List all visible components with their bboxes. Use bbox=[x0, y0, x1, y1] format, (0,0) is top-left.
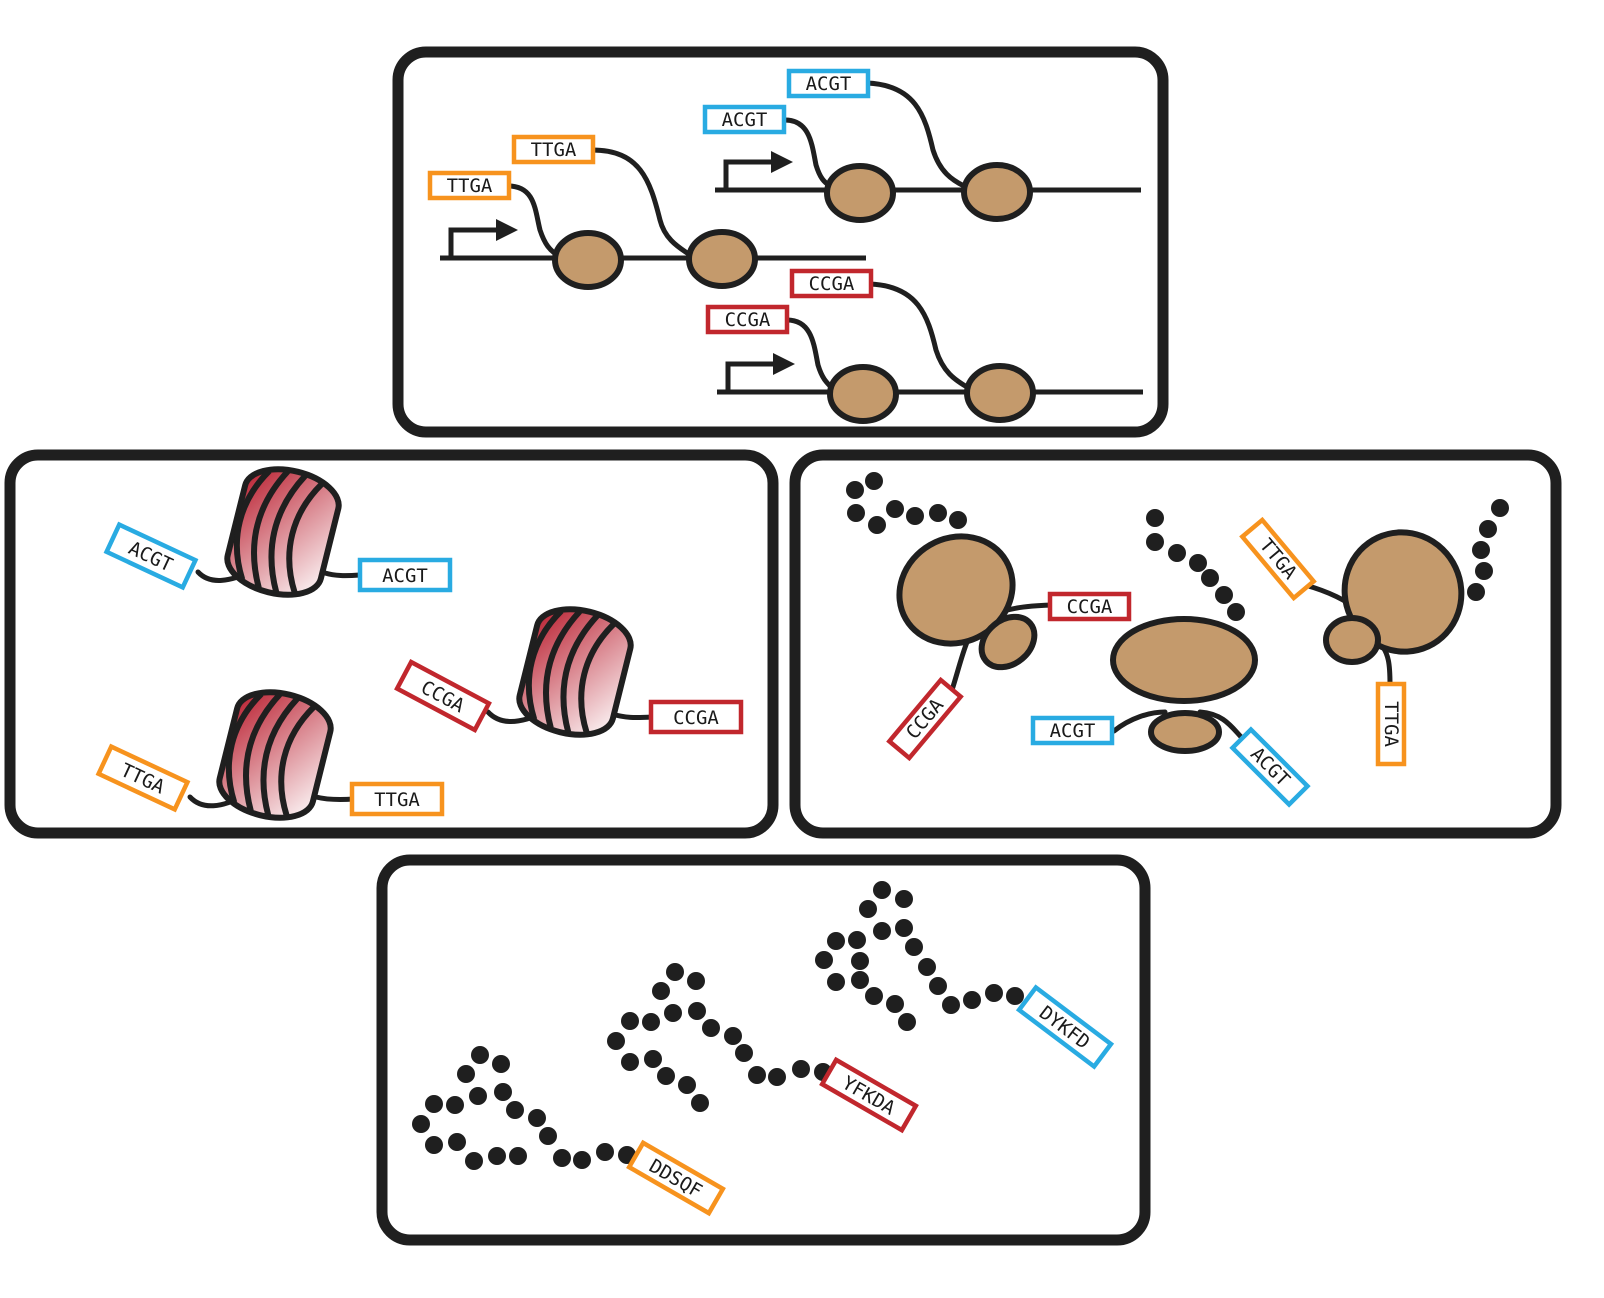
ribosome-left: CCGA CCGA bbox=[846, 472, 1132, 762]
tag-ccga: CCGA bbox=[648, 699, 744, 735]
peptide-chain bbox=[1467, 499, 1509, 601]
promoter-arrowhead bbox=[773, 353, 795, 375]
ribosome-large-subunit bbox=[1110, 616, 1258, 704]
rna-coil-acgt: ACGT ACGT bbox=[103, 466, 453, 598]
tag-label: CCGA bbox=[1067, 596, 1113, 618]
protein-yfkda: YFKDA bbox=[607, 963, 919, 1134]
polymerase bbox=[964, 363, 1036, 423]
polymerase bbox=[827, 364, 899, 424]
tag-label: ACGT bbox=[806, 73, 852, 95]
peptide-chain bbox=[607, 963, 832, 1112]
tag-label: ACGT bbox=[722, 109, 768, 131]
gene-1: TTGA TTGA bbox=[427, 134, 866, 290]
rna-coil bbox=[216, 689, 334, 821]
promoter-arrowhead bbox=[771, 151, 793, 173]
tag-ccga: CCGA bbox=[705, 304, 790, 335]
polymerase bbox=[961, 162, 1033, 222]
ribosome-small-subunit bbox=[1323, 615, 1381, 665]
tag-box bbox=[702, 104, 787, 135]
tag-ttga: TTGA bbox=[511, 134, 596, 165]
tag-box bbox=[786, 68, 871, 99]
tag-ccga: CCGA bbox=[1047, 591, 1132, 622]
promoter-arrowhead bbox=[496, 219, 518, 241]
tag-label: ACGT bbox=[382, 565, 428, 587]
tag-label: CCGA bbox=[725, 309, 771, 331]
polymerase bbox=[824, 163, 896, 223]
peptide-chain bbox=[846, 472, 967, 534]
tag-label: CCGA bbox=[673, 707, 719, 729]
ribosome-small-subunit bbox=[978, 613, 1038, 671]
ribosome-small-subunit bbox=[1148, 710, 1222, 754]
gene-2: ACGT ACGT bbox=[702, 68, 1141, 223]
tag-acgt: ACGT bbox=[103, 521, 199, 591]
panel-translation: CCGA CCGA ACGT bbox=[789, 449, 1562, 839]
tag-label: TTGA bbox=[374, 789, 420, 811]
nascent-rna bbox=[864, 80, 967, 189]
rna-coil-ccga: CCGA CCGA bbox=[394, 606, 744, 738]
peptide-chain bbox=[815, 881, 1024, 1031]
panel-frame bbox=[376, 854, 1151, 1246]
tag-label: ACGT bbox=[1050, 720, 1096, 742]
rna-coil bbox=[224, 466, 342, 598]
tag-box bbox=[511, 134, 596, 165]
tag-acgt: ACGT bbox=[702, 104, 787, 135]
promoter-arrow bbox=[448, 227, 500, 256]
tag-acgt: ACGT bbox=[357, 557, 453, 593]
tag-ttga: TTGA bbox=[1375, 681, 1407, 767]
nascent-rna bbox=[784, 317, 835, 391]
tag-ttga: TTGA bbox=[427, 170, 512, 201]
polymerase bbox=[552, 230, 624, 290]
tag-label: TTGA bbox=[531, 139, 577, 161]
promoter-arrow bbox=[725, 361, 777, 390]
rna-coil bbox=[516, 606, 634, 738]
rna-tail bbox=[322, 570, 363, 579]
ribosome-middle: ACGT ACGT bbox=[1030, 509, 1311, 808]
nascent-rna bbox=[505, 183, 560, 258]
tag-acgt: ACGT bbox=[1030, 715, 1115, 746]
tag-label: CCGA bbox=[809, 273, 855, 295]
peptide-chain bbox=[1146, 509, 1245, 621]
rna-coil-ttga: TTGA TTGA bbox=[95, 689, 445, 821]
promoter-arrow bbox=[723, 159, 775, 188]
tag-box bbox=[705, 304, 790, 335]
panel-transcription: TTGA TTGA ACGT ACGT bbox=[392, 46, 1169, 438]
ribosome-right: TTGA TTGA bbox=[1239, 499, 1509, 767]
panel-protein: DYKFD bbox=[376, 854, 1151, 1246]
ribosome-large-subunit bbox=[896, 533, 1016, 647]
nascent-rna bbox=[589, 147, 693, 258]
gene-3: CCGA CCGA bbox=[705, 268, 1143, 424]
polymerase bbox=[686, 229, 758, 289]
tag-acgt: ACGT bbox=[786, 68, 871, 99]
nascent-rna bbox=[867, 281, 970, 390]
tag-ccga: CCGA bbox=[789, 268, 874, 299]
panel-frame bbox=[4, 449, 779, 839]
tag-ttga: TTGA bbox=[349, 781, 445, 817]
tag-box bbox=[427, 170, 512, 201]
tag-box bbox=[789, 268, 874, 299]
tag-label: TTGA bbox=[447, 175, 493, 197]
mrna bbox=[1111, 709, 1168, 734]
peptide-chain bbox=[412, 1046, 636, 1170]
nascent-rna bbox=[782, 117, 833, 189]
tag-label: TTGA bbox=[1380, 701, 1402, 747]
panel-rna: ACGT ACGT CCGA CCG bbox=[4, 449, 779, 839]
rna-tail bbox=[313, 794, 357, 803]
